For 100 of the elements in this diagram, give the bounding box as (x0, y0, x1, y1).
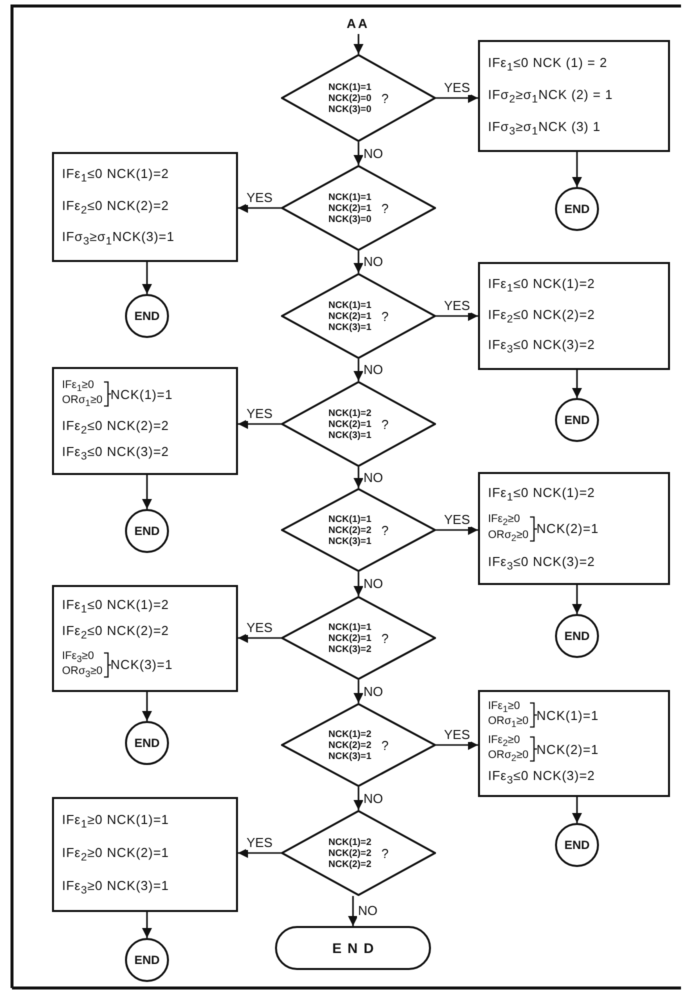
condition-text: NCK(1)=2 (328, 728, 372, 740)
decision-diamond (281, 54, 436, 142)
assignment-text: NCK(2)=1 (536, 521, 599, 536)
condition-text: NCK(1)=1 (328, 192, 372, 202)
condition-text: ORσ$_{2}$≥0 (488, 528, 529, 544)
arrow (354, 680, 364, 703)
condition-text: NCK(2)=2 (328, 524, 372, 536)
edge-label: YES (443, 81, 472, 95)
end-text: END (564, 413, 590, 427)
question-mark: ? (381, 630, 389, 646)
condition-text: NCK(2)=2 (328, 848, 372, 858)
arrow (436, 525, 478, 535)
process-box (52, 797, 238, 912)
edge-label: YES (443, 513, 472, 527)
edge-label: NO (362, 470, 384, 484)
end-circle (125, 938, 169, 982)
arrow (354, 787, 364, 810)
arrow (238, 419, 281, 429)
question-mark: ? (381, 200, 389, 216)
condition-text: NCK(1)=1 (328, 300, 372, 310)
question-mark: ? (381, 90, 389, 106)
arrow (572, 585, 582, 614)
arrow (238, 203, 281, 213)
question-mark: ? (381, 738, 389, 752)
condition-text: ORσ$_{1}$≥0 (62, 394, 103, 410)
condition-text: NCK(1)=2 (328, 836, 372, 848)
rule-text: IFε$_{3}$≤0 NCK(3)=2 (488, 768, 596, 788)
arrow (142, 475, 152, 509)
arrow (142, 262, 152, 294)
edge-label: NO (362, 792, 384, 806)
condition-text: NCK(1)=2 (328, 408, 372, 418)
end-text: END (134, 953, 160, 967)
decision-diamond (281, 810, 436, 896)
condition-text: ORσ$_{1}$≥0 (488, 715, 529, 730)
condition-text: NCK(2)=1 (328, 310, 372, 322)
condition-text: NCK(2)=0 (328, 92, 372, 104)
question-mark: ? (381, 522, 389, 538)
question-mark: ? (381, 846, 389, 860)
end-text: END (134, 524, 160, 538)
end-text: END (564, 838, 590, 852)
arrow (142, 692, 152, 721)
decision-diamond (281, 381, 436, 467)
edge-label: YES (246, 836, 274, 850)
rule-text: IFε$_{3}$≤0 NCK(3)=2 (62, 444, 170, 463)
process-box (478, 262, 670, 370)
assignment-text: NCK(3)=1 (110, 657, 173, 672)
end-circle (555, 187, 599, 231)
condition-text: IFε$_{2}$≥0 (488, 513, 521, 528)
condition-text: NCK(3)=1 (328, 430, 372, 440)
decision-diamond (281, 165, 436, 251)
end-circle (125, 294, 169, 338)
condition-text: NCK(1)=1 (328, 82, 372, 92)
decision-diamond (281, 488, 436, 572)
condition-text: NCK(1)=1 (328, 622, 372, 632)
edge-label: YES (246, 407, 274, 421)
arrow (572, 797, 582, 823)
rule-text: IFε$_{2}$≤0 NCK(2)=2 (62, 418, 170, 436)
rule-text: IFε$_{1}$≤0 NCK(1)=2 (488, 484, 596, 504)
rule-text: IFε$_{1}$≥0 NCK(1)=1 (62, 812, 170, 831)
decision-diamond (281, 273, 436, 359)
process-box (52, 585, 238, 692)
rule-text: IFε$_{2}$≥0 NCK(2)=1 (62, 845, 170, 864)
end-circle (125, 509, 169, 553)
rule-text: IFσ$_{3}$≥σ$_{1}$NCK (3) 1 (488, 118, 602, 138)
arrow (572, 152, 582, 187)
condition-text: IFε$_{1}$≥0 (488, 700, 521, 716)
condition-text: NCK(3)=1 (328, 536, 372, 546)
arrow (436, 740, 478, 750)
condition-text: IFε$_{1}$≥0 (62, 379, 95, 394)
arrow (354, 467, 364, 488)
arrow (572, 370, 582, 398)
condition-text: ORσ$_{3}$≥0 (62, 664, 103, 680)
rule-text: IFσ$_{3}$≥σ$_{1}$NCK(3)=1 (62, 229, 176, 248)
end-circle (125, 721, 169, 765)
edge-label: YES (443, 728, 472, 742)
edge-label: NO (362, 146, 384, 160)
arrow (354, 34, 364, 54)
end-text: END (564, 202, 590, 216)
process-box (52, 367, 238, 475)
assignment-text: NCK(1)=1 (536, 708, 599, 723)
arrow (354, 142, 364, 165)
condition-text: NCK(2)=1 (328, 202, 372, 214)
rule-text: IFε$_{2}$≤0 NCK(2)=2 (62, 198, 170, 216)
arrow (354, 359, 364, 381)
condition-text: ORσ$_{2}$≥0 (488, 749, 529, 765)
decision-diamond (281, 703, 436, 787)
question-mark: ? (381, 308, 389, 324)
edge-label: YES (246, 621, 274, 635)
assignment-text: NCK(2)=1 (536, 742, 599, 757)
edge-label: NO (357, 904, 378, 918)
edge-label: YES (246, 191, 274, 205)
assignment-text: NCK(1)=1 (110, 386, 173, 402)
arrow (436, 93, 478, 103)
arrow (354, 572, 364, 596)
rule-text: IFε$_{3}$≥0 NCK(3)=1 (62, 878, 170, 897)
edge-label: NO (362, 684, 384, 698)
rule-text: IFε$_{1}$≤0 NCK(1)=2 (488, 276, 596, 295)
start-label: AA (346, 16, 370, 30)
end-text: END (134, 309, 160, 323)
condition-text: NCK(3)=1 (328, 750, 372, 762)
